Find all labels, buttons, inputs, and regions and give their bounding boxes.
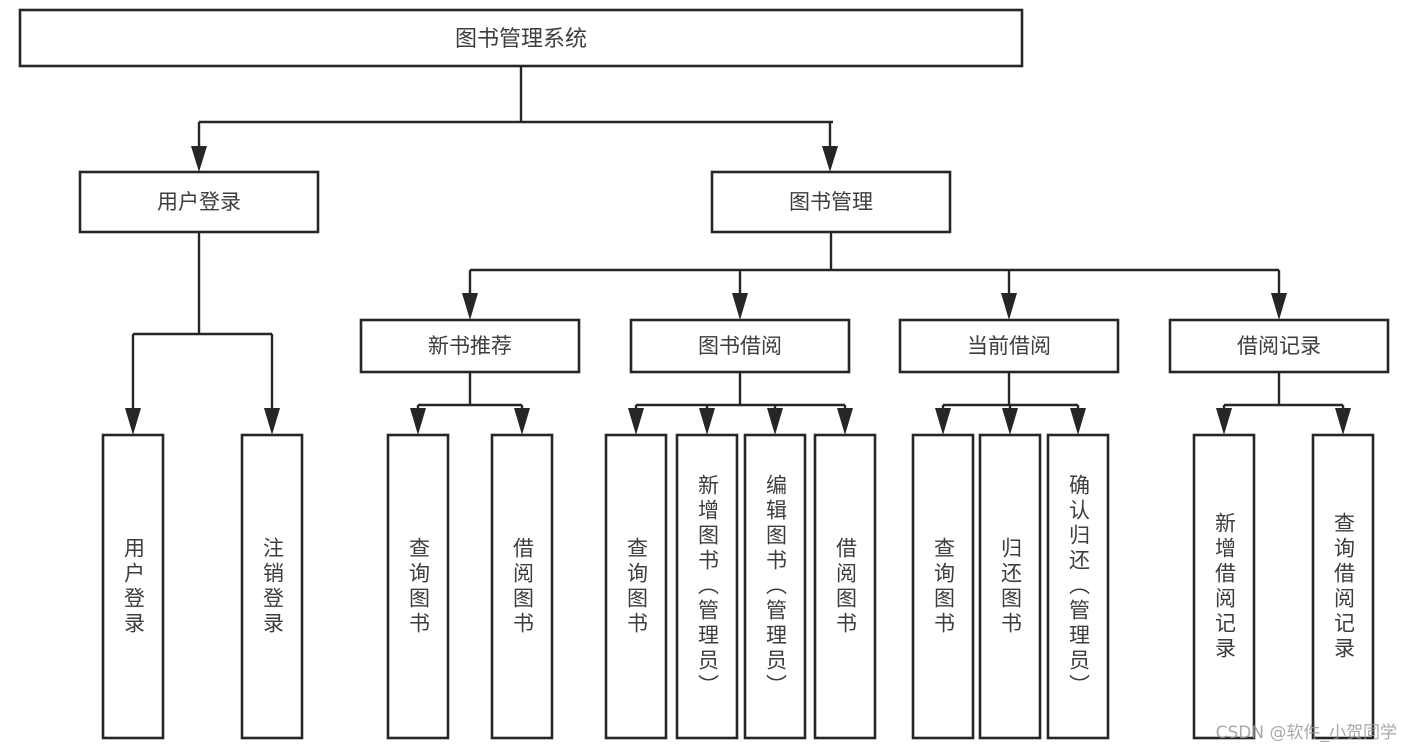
connector-book-manage-to-level2 [462, 232, 1287, 320]
arrow-head-br-leaf-2 [1335, 408, 1351, 435]
arrow-head-bb-leaf-1 [628, 408, 644, 435]
node-root-label: 图书管理系统 [455, 27, 587, 52]
connector-current-borrow-to-leaves [935, 372, 1086, 435]
node-root[interactable]: 图书管理系统 [18, 8, 1024, 68]
arrow-head-to-new-book-recommend [462, 293, 478, 320]
arrow-head-user-login-leaf-2 [264, 408, 280, 435]
leaf-box-user-login-1[interactable] [101, 433, 165, 740]
connector-root-to-level1 [191, 66, 838, 172]
node-new-book-recommend[interactable]: 新书推荐 [359, 318, 581, 374]
node-book-manage-label: 图书管理 [789, 190, 873, 214]
leaf-box-current-borrow-3[interactable] [1046, 433, 1110, 740]
arrow-head-user-login-leaf-1 [125, 408, 141, 435]
node-current-borrow-box[interactable] [898, 318, 1120, 374]
leaf-box-user-login-2[interactable] [240, 433, 304, 740]
leaf-box-borrow-record-2[interactable] [1311, 433, 1375, 740]
leaf-box-new-book-recommend-2[interactable] [490, 433, 554, 740]
connector-user-login-to-leaves [125, 232, 280, 435]
node-new-book-recommend-label: 新书推荐 [428, 334, 512, 358]
node-root-box[interactable] [18, 8, 1024, 68]
arrow-head-nbr-leaf-1 [410, 408, 426, 435]
arrow-head-cb-leaf-3 [1070, 408, 1086, 435]
arrow-head-to-user-login [191, 146, 207, 172]
leaf-box-book-borrow-2[interactable] [675, 433, 739, 740]
node-current-borrow-label: 当前借阅 [967, 334, 1051, 358]
leaf-box-current-borrow-2[interactable] [978, 433, 1042, 740]
node-book-borrow[interactable]: 图书借阅 [629, 318, 851, 374]
node-user-login[interactable]: 用户登录 [78, 170, 320, 234]
connector-new-book-recommend-to-leaves [410, 372, 530, 435]
leaf-box-new-book-recommend-1[interactable] [386, 433, 450, 740]
connector-book-borrow-to-leaves [628, 372, 853, 435]
leaf-box-current-borrow-1[interactable] [911, 433, 975, 740]
arrow-head-bb-leaf-2 [699, 408, 715, 435]
arrow-head-cb-leaf-2 [1002, 408, 1018, 435]
node-user-login-label: 用户登录 [157, 190, 241, 214]
watermark-text: CSDN @软件_小贺同学 [1215, 723, 1397, 743]
node-current-borrow[interactable]: 当前借阅 [898, 318, 1120, 374]
arrow-head-bb-leaf-4 [837, 408, 853, 435]
node-new-book-recommend-box[interactable] [359, 318, 581, 374]
arrow-head-to-borrow-record [1271, 293, 1287, 320]
leaf-box-book-borrow-1[interactable] [604, 433, 668, 740]
node-borrow-record[interactable]: 借阅记录 [1168, 318, 1390, 374]
node-book-manage-box[interactable] [710, 170, 952, 234]
node-borrow-record-box[interactable] [1168, 318, 1390, 374]
node-book-borrow-box[interactable] [629, 318, 851, 374]
leaf-box-book-borrow-4[interactable] [813, 433, 877, 740]
arrow-head-nbr-leaf-2 [514, 408, 530, 435]
node-book-borrow-label: 图书借阅 [698, 334, 782, 358]
node-borrow-record-label: 借阅记录 [1237, 334, 1321, 358]
arrow-head-br-leaf-1 [1216, 408, 1232, 435]
node-book-manage[interactable]: 图书管理 [710, 170, 952, 234]
arrow-head-to-book-borrow [732, 293, 748, 320]
arrow-head-cb-leaf-1 [935, 408, 951, 435]
leaf-box-borrow-record-1[interactable] [1192, 433, 1256, 740]
arrow-head-to-current-borrow [1001, 293, 1017, 320]
arrow-head-bb-leaf-3 [767, 408, 783, 435]
leaf-box-book-borrow-3[interactable] [743, 433, 807, 740]
connector-borrow-record-to-leaves [1216, 372, 1351, 435]
arrow-head-to-book-manage [822, 146, 838, 172]
